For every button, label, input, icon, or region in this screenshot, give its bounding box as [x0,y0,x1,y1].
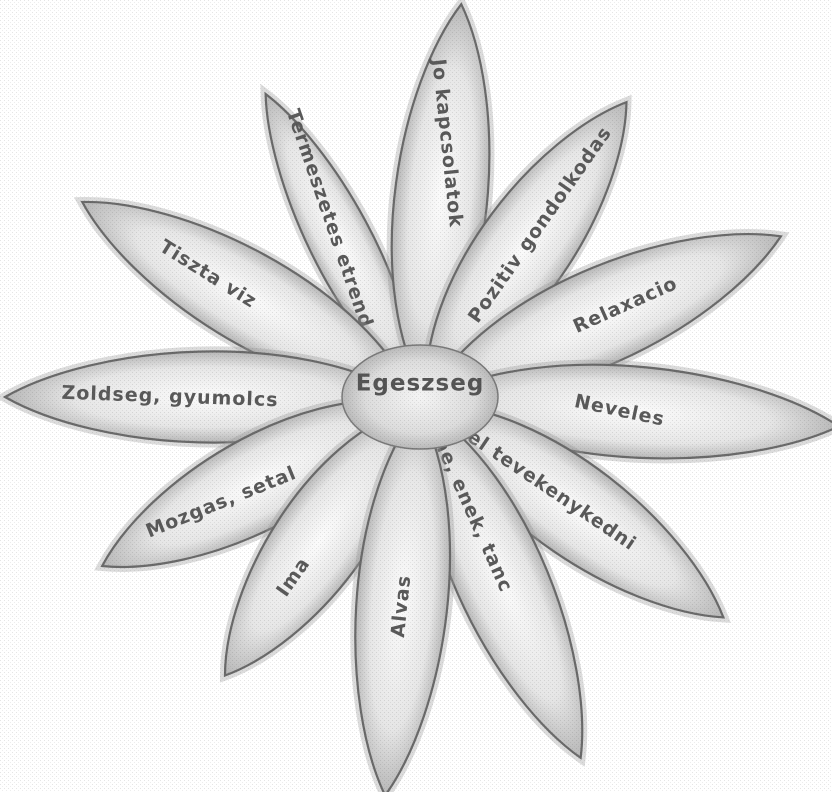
center-disc [342,345,498,449]
center-label: Egeszseg [356,371,485,397]
center: Egeszseg [342,345,498,449]
